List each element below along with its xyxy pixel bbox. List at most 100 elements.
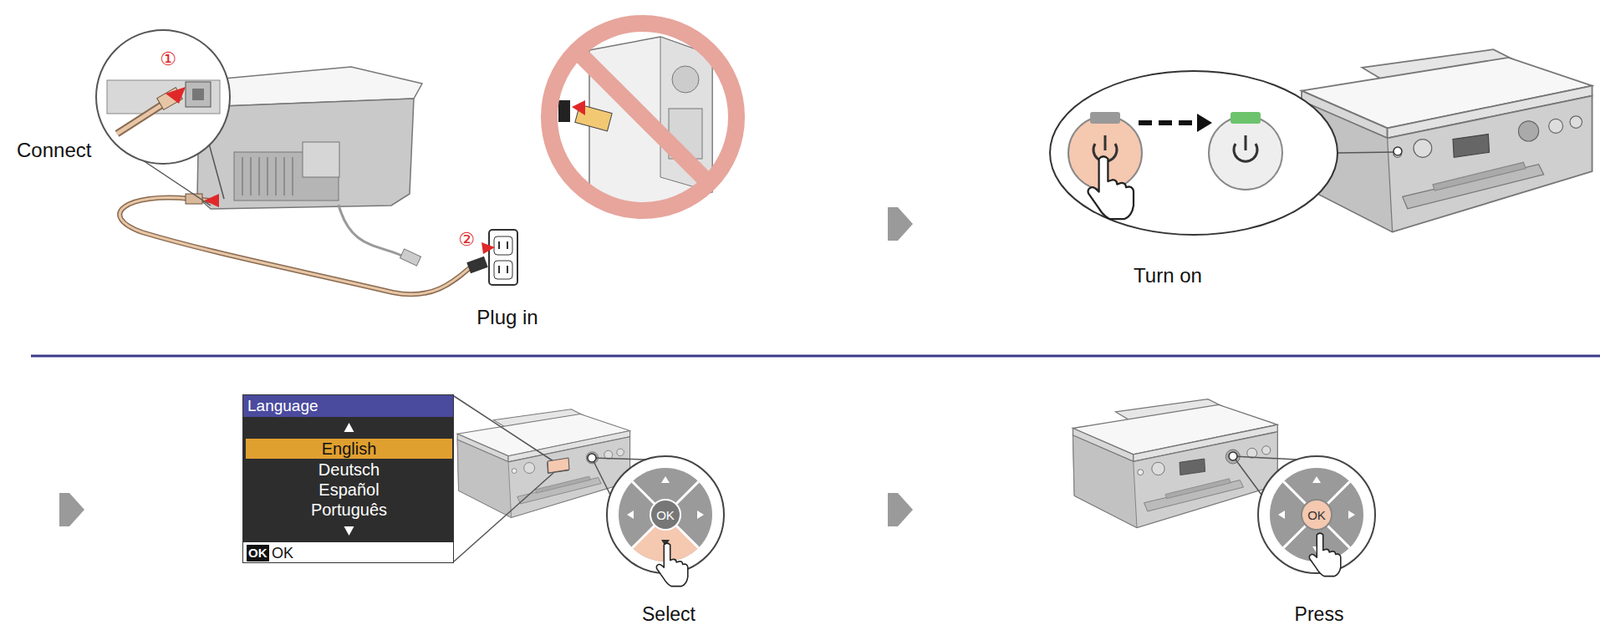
button-text: OK (1307, 509, 1326, 522)
control-pad (587, 453, 597, 463)
printer-rear (258, 157, 260, 196)
button-text: OK (656, 509, 675, 522)
usb-cable (338, 204, 422, 266)
power-callout (1088, 156, 1134, 220)
flow-arrow (59, 493, 85, 527)
printer-rear (275, 157, 277, 196)
control-pad (676, 481, 699, 505)
control-pad (1228, 452, 1238, 461)
control-pad (1309, 533, 1341, 576)
control-pad (697, 510, 704, 520)
power-callout (1090, 112, 1121, 124)
printer-rear (242, 157, 293, 196)
usb-cable (399, 249, 421, 266)
lcd-screen: LanguageEnglishDeutschEspañolPortuguêsOK… (242, 394, 454, 564)
control-pad (606, 456, 724, 587)
control-pad (591, 458, 646, 460)
wall-outlet (494, 236, 513, 255)
control-pad (631, 481, 655, 505)
zoom-circle (185, 81, 211, 108)
power-callout (1049, 71, 1338, 235)
divider (30, 355, 1600, 358)
power-callout (1337, 152, 1395, 153)
screen-callout (453, 473, 554, 562)
lcd-decoration (243, 542, 454, 564)
zoom-circle (117, 103, 164, 134)
lcd-decoration (344, 526, 355, 536)
screen-title: Language (243, 395, 454, 418)
wall-outlet (489, 229, 518, 286)
control-pad (1348, 510, 1356, 520)
wall-outlet (481, 242, 495, 255)
step-label: Select (642, 603, 696, 626)
ok-button: OK (649, 499, 682, 531)
lcd-decoration (243, 395, 454, 564)
lcd-decoration (344, 422, 355, 433)
control-pad (626, 510, 634, 520)
power-callout (1393, 147, 1402, 156)
menu-item: Português (243, 499, 454, 520)
menu-item: Deutsch (243, 459, 454, 480)
printer-front (457, 409, 630, 519)
printer-rear (302, 142, 340, 178)
wall-outlet (506, 265, 509, 274)
no-usb-symbol (549, 23, 737, 211)
zoom-circle (208, 143, 225, 199)
no-usb-symbol (576, 50, 709, 184)
control-pad (1278, 510, 1285, 520)
zoom-circle (96, 30, 230, 206)
control-pad (1233, 456, 1297, 460)
power-callout (1208, 116, 1283, 190)
printer-rear (241, 157, 244, 196)
zoom-circle (192, 88, 204, 101)
power-callout (1138, 120, 1199, 126)
ok-icon: OK (246, 545, 270, 562)
control-pad (1228, 452, 1376, 577)
wall-outlet (494, 260, 513, 280)
control-pad (1327, 525, 1351, 549)
control-pad (1283, 525, 1306, 549)
power-callout (1244, 135, 1248, 151)
printer-rear (197, 98, 414, 209)
zoom-circle (165, 86, 186, 104)
control-pad (1312, 476, 1321, 484)
step-label: Turn on (1133, 264, 1203, 288)
control-pad (587, 453, 724, 587)
control-pad (1327, 481, 1351, 505)
menu-item-selected: English (245, 438, 453, 459)
zoom-circle (107, 80, 220, 114)
zoom-circle (140, 158, 211, 206)
zoom-circle (117, 103, 164, 134)
control-pad (1233, 456, 1262, 495)
control-pad (676, 525, 699, 549)
callout-number: ② (458, 229, 475, 250)
ok-button: OK (1300, 499, 1333, 531)
control-pad (631, 525, 655, 549)
usb-cable (338, 204, 406, 258)
flow-arrow (887, 207, 913, 241)
power-callout (1197, 113, 1213, 133)
no-usb-symbol (549, 23, 737, 211)
printer-rear (249, 157, 252, 196)
no-usb-symbol (672, 66, 699, 93)
ok-hint: OK (271, 544, 294, 563)
power-callout (1104, 135, 1107, 151)
power-cord (119, 198, 473, 296)
no-usb-symbol (558, 100, 571, 123)
wall-outlet (466, 256, 488, 275)
screen-callout (547, 458, 570, 474)
wall-outlet (498, 265, 500, 274)
wall-outlet (498, 241, 500, 250)
no-usb-symbol (549, 23, 737, 211)
screen-callout (453, 396, 570, 562)
control-pad (1283, 481, 1306, 505)
wall-outlet (506, 241, 509, 250)
control-pad (656, 543, 688, 586)
step-label: Connect (16, 138, 92, 163)
step-label: Plug in (476, 305, 538, 330)
callout-number: ① (159, 48, 177, 70)
screen-callout (453, 396, 554, 462)
